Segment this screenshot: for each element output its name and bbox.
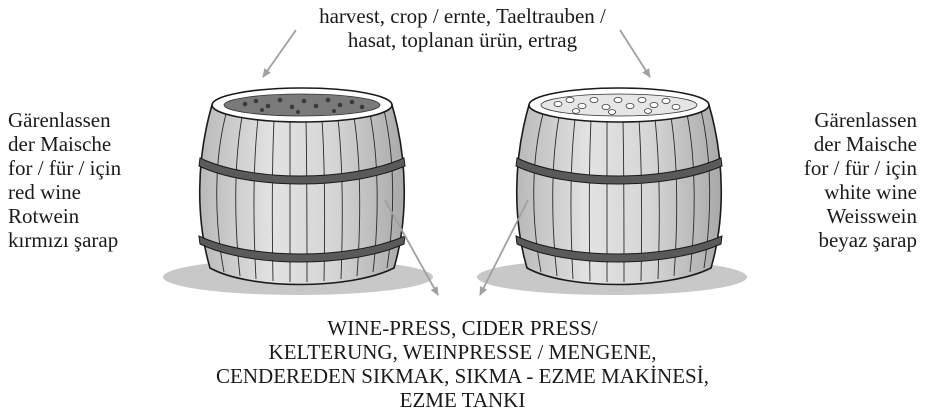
red-wine-caption-line: red wine xyxy=(8,180,81,204)
white-wine-caption-line: Gärenlassen xyxy=(814,108,917,132)
arrow-harvest-to-red-barrel xyxy=(262,29,297,78)
white-wine-caption-line: der Maische xyxy=(813,132,917,156)
arrows xyxy=(262,29,651,296)
red-wine-caption-line: Rotwein xyxy=(8,204,80,228)
white-grape-texture xyxy=(553,97,681,115)
white-barrel-body xyxy=(515,104,723,286)
red-wine-caption-line: kırmızı şarap xyxy=(8,228,119,252)
arrow-white-barrel-to-press xyxy=(479,199,529,296)
red-wine-caption: Gärenlassen der Maische for / für / için… xyxy=(8,108,121,252)
harvest-caption: harvest, crop / ernte, Taeltrauben / has… xyxy=(0,4,925,52)
red-barrel-body xyxy=(198,104,406,286)
wine-press-caption-line: EZME TANKI xyxy=(399,388,526,412)
harvest-caption-line: hasat, toplanan ürün, ertrag xyxy=(347,28,578,52)
wine-press-caption-line: KELTERUNG, WEINPRESSE / MENGENE, xyxy=(268,340,657,364)
red-wine-caption-line: Gärenlassen xyxy=(8,108,111,132)
red-barrel-upper-hoop xyxy=(198,157,406,185)
white-wine-barrel xyxy=(477,87,747,295)
red-barrel-lower-hoop xyxy=(198,235,406,263)
white-wine-caption-line: Weisswein xyxy=(826,204,917,228)
white-grape-mash xyxy=(540,93,698,117)
red-wine-caption-line: for / für / için xyxy=(8,156,122,180)
white-wine-caption: Gärenlassen der Maische for / für / için… xyxy=(804,108,917,252)
arrow-harvest-to-white-barrel xyxy=(619,29,651,78)
red-grape-mash xyxy=(223,93,381,117)
red-wine-caption-line: der Maische xyxy=(8,132,112,156)
arrow-red-barrel-to-press xyxy=(384,199,439,296)
wine-press-caption: WINE-PRESS, CIDER PRESS/ KELTERUNG, WEIN… xyxy=(0,316,925,412)
red-wine-barrel xyxy=(163,87,433,295)
white-barrel-lower-hoop xyxy=(515,235,723,263)
wine-press-caption-line: CENDEREDEN SIKMAK, SIKMA - EZME MAKİNESİ… xyxy=(216,364,709,388)
wine-press-caption-line: WINE-PRESS, CIDER PRESS/ xyxy=(327,316,598,340)
harvest-caption-line: harvest, crop / ernte, Taeltrauben / xyxy=(319,4,606,28)
red-grape-texture xyxy=(242,97,365,114)
white-wine-caption-line: white wine xyxy=(824,180,917,204)
white-wine-caption-line: beyaz şarap xyxy=(818,228,917,252)
white-wine-caption-line: for / für / için xyxy=(803,156,917,180)
white-barrel-upper-hoop xyxy=(515,157,723,185)
